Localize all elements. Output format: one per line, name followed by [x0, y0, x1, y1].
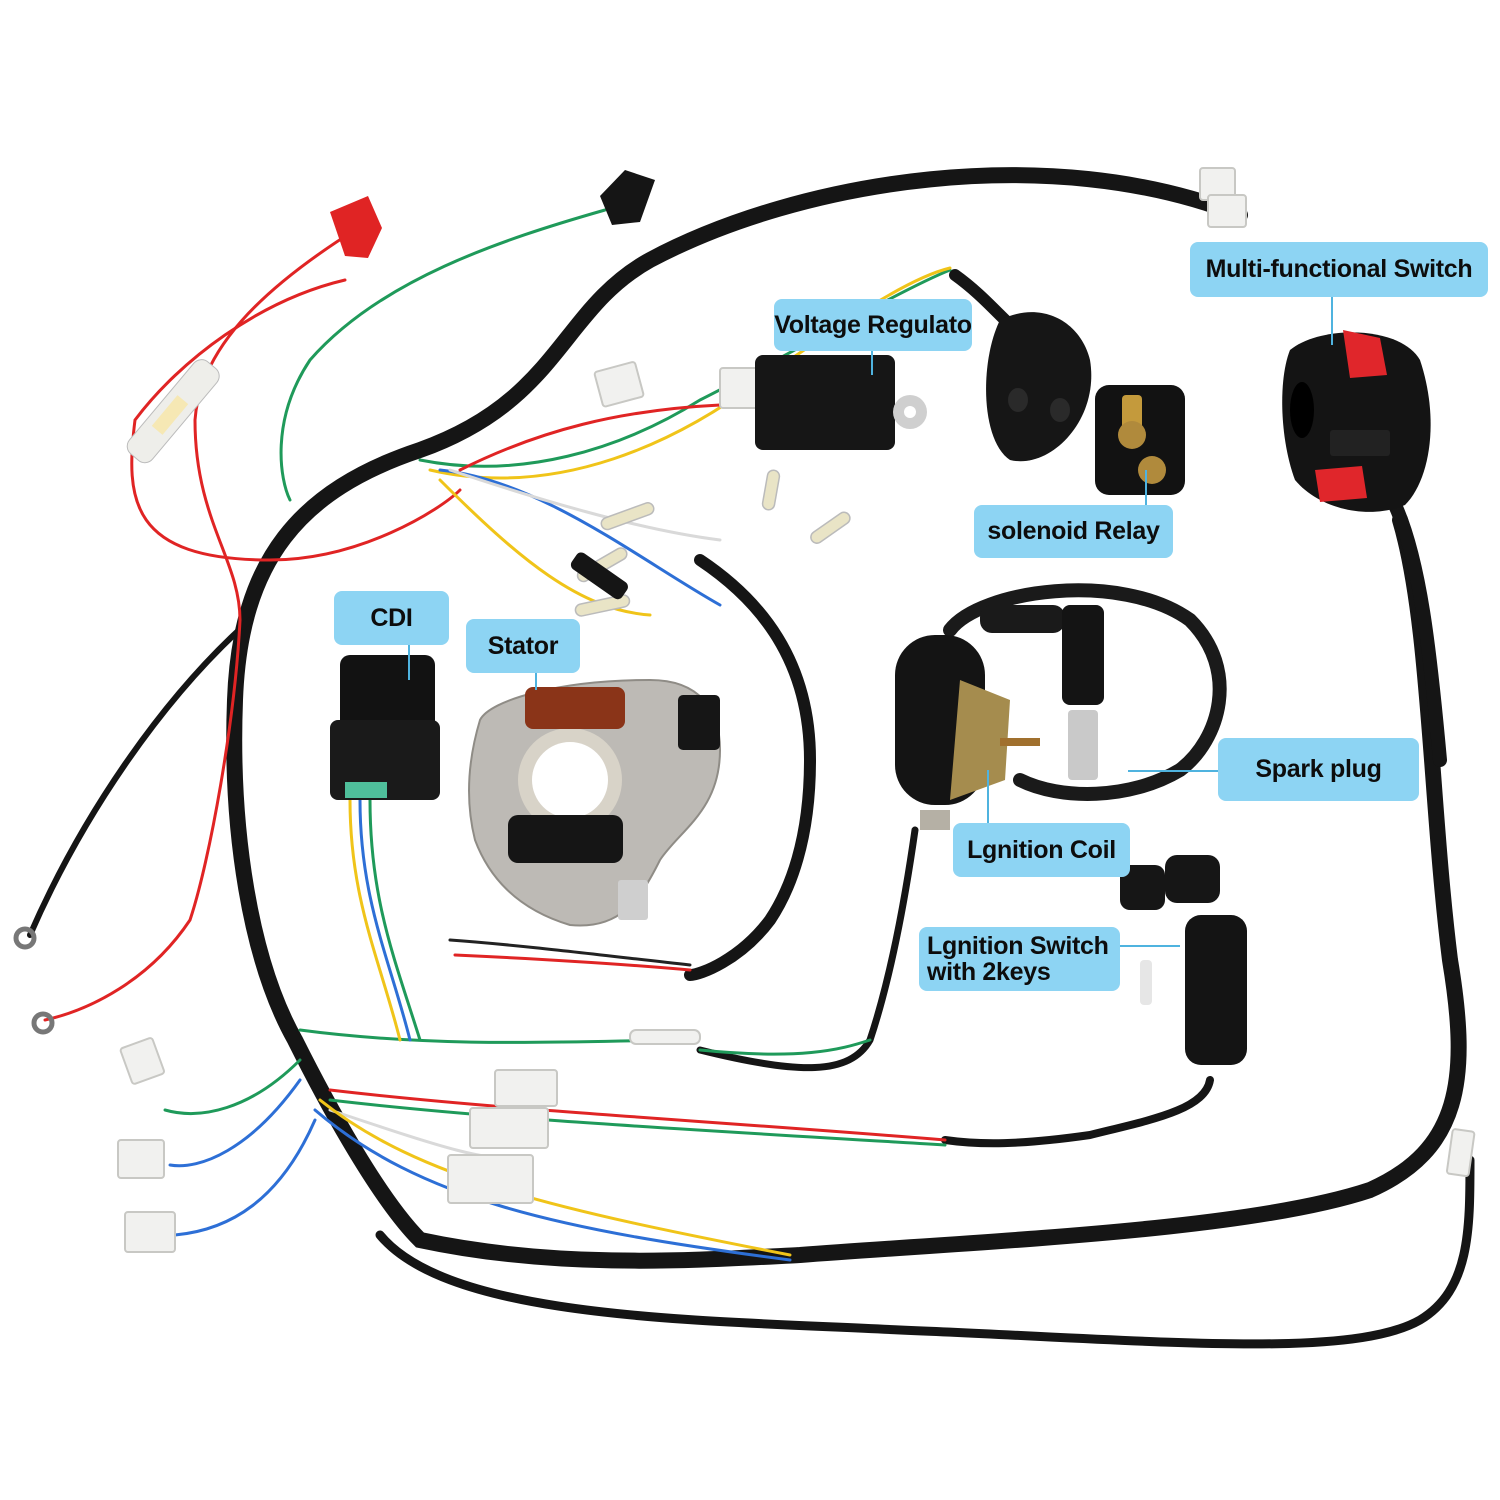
harness-lower-loop [375, 1155, 1475, 1349]
ring-terminal-upper [13, 926, 37, 950]
wire-blue-c [168, 1078, 302, 1168]
stator [467, 678, 722, 927]
wire-stator-leads [448, 938, 692, 967]
connectors [117, 167, 1476, 1253]
connector-coil-bullet [629, 1029, 701, 1045]
label-ignition-switch: Lgnition Switch with 2keys [919, 927, 1120, 991]
ring-terminals [13, 926, 55, 1035]
battery-terminal-cap-black [600, 170, 655, 225]
connector-left-2 [117, 1139, 165, 1179]
harness-coil-loop [943, 583, 1227, 801]
harness-stator-branch [684, 554, 817, 981]
connector-bottom-1 [494, 1069, 558, 1107]
wire-blue-cdi [358, 798, 412, 1042]
harness-key-branch [941, 1076, 1214, 1148]
wire-white-a [448, 468, 722, 542]
connector-right-bullet [1446, 1128, 1476, 1178]
fuse-holder [126, 359, 220, 464]
stator-black-coil [508, 815, 623, 863]
wire-green-d [698, 1038, 872, 1056]
label-multi-functional-switch: Multi-functional Switch [1190, 242, 1488, 297]
harness-main-trunk [226, 167, 1467, 1269]
multi-functional-switch [1282, 330, 1431, 512]
wire-red-fuse [130, 278, 462, 562]
cdi-unit [330, 655, 440, 800]
label-spark-plug: Spark plug [1218, 738, 1419, 801]
wire-stator-red [453, 953, 692, 972]
connector-mid [593, 361, 645, 408]
label-cdi: CDI [334, 591, 449, 645]
wire-blue-d [173, 1118, 317, 1237]
connector-left-1 [119, 1037, 165, 1085]
wire-red [43, 228, 357, 1022]
ignition-switch [1120, 855, 1247, 1065]
ring-terminal-lower [31, 1011, 55, 1035]
label-ignition-switch-line1: Lgnition Switch [927, 931, 1109, 960]
battery-terminal-cap-red [330, 196, 382, 258]
label-stator: Stator [466, 619, 580, 673]
connector-bottom-3 [447, 1154, 534, 1204]
wire-green-e [328, 1098, 947, 1147]
solenoid-relay [986, 312, 1185, 495]
leader-lines [408, 296, 1333, 947]
harness-left-black [27, 617, 253, 938]
wire-green-cdi [368, 798, 422, 1042]
label-voltage-regulator: Voltage Regulato [774, 299, 972, 351]
wire-green-a [279, 208, 607, 502]
spark-plug [1068, 710, 1098, 780]
wire-red-b [458, 403, 722, 472]
switch-top-red-button [1343, 330, 1387, 378]
label-ignition-coil: Lgnition Coil [953, 823, 1130, 877]
bullet-connectors [570, 469, 851, 617]
switch-bottom-red-button [1315, 466, 1367, 502]
harness-switch-branch [1388, 498, 1447, 767]
voltage-regulator [755, 355, 927, 450]
wire-blue-a [438, 468, 722, 607]
wire-yellow-b [438, 478, 652, 617]
connector-left-3 [124, 1211, 176, 1253]
wire-yellow-cdi [348, 798, 402, 1042]
label-solenoid-relay: solenoid Relay [974, 505, 1173, 558]
label-ignition-switch-line2: with 2keys [927, 958, 1051, 986]
connector-bottom-2 [469, 1107, 549, 1149]
main-harness [27, 167, 1475, 1349]
connector-top-right-2 [1207, 194, 1247, 228]
ignition-coil [895, 605, 1104, 830]
wire-blue-b [313, 1108, 792, 1262]
wire-green-f [163, 1058, 302, 1115]
harness-coil-branch [696, 826, 919, 1072]
wire-red-c [328, 1088, 947, 1142]
stator-copper-coil [525, 687, 625, 729]
